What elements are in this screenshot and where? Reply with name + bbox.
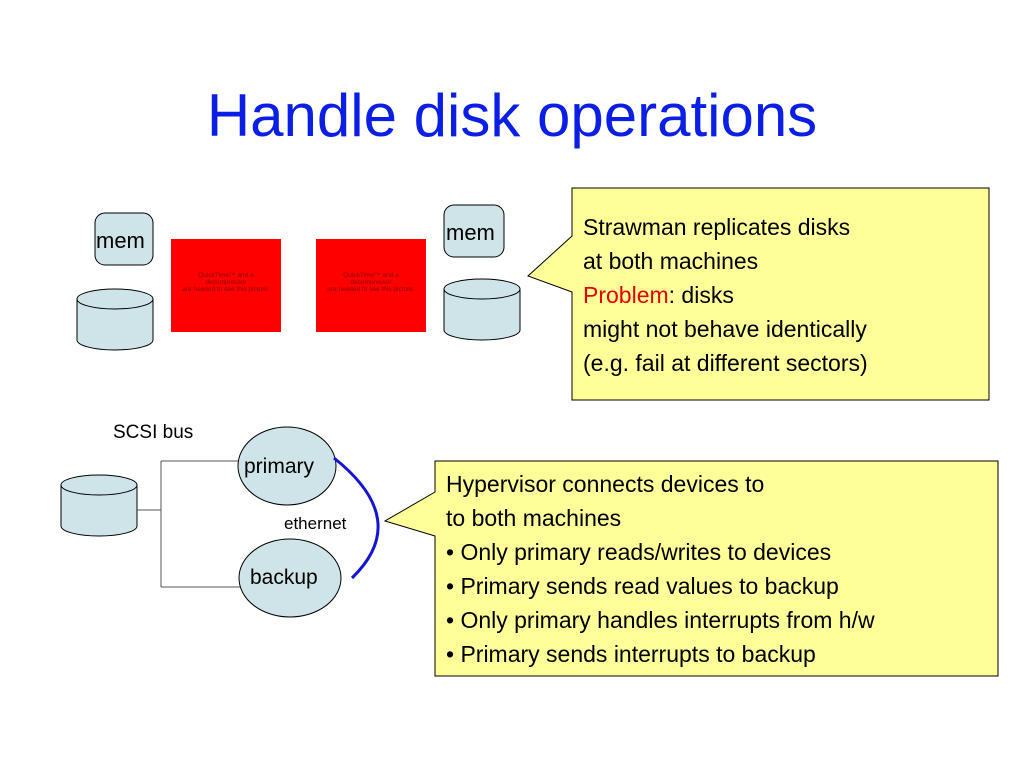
callout-top-line: at both machines	[583, 248, 759, 274]
mem-label-right: mem	[446, 220, 495, 245]
slide-title: Handle disk operations	[206, 82, 818, 149]
backup-label: backup	[250, 566, 318, 589]
scsi-bus-label: SCSI bus	[113, 422, 194, 443]
quicktime-caption-line: QuickTime™ and a	[198, 272, 254, 279]
disk-bottom-icon	[60, 474, 138, 537]
disk-left-icon	[76, 288, 154, 351]
scsi-bus-lines	[137, 460, 240, 588]
bullet-item: • Only primary reads/writes to devices	[446, 539, 832, 565]
callout-top-line: Strawman replicates disks	[583, 214, 851, 240]
callout-top-text: Strawman replicates disks at both machin…	[583, 210, 868, 380]
backup-node	[238, 538, 342, 618]
primary-node	[237, 426, 337, 506]
disk-right-icon	[443, 278, 521, 341]
quicktime-placeholder-right	[316, 239, 426, 332]
callout-box-bottom	[383, 460, 999, 677]
quicktime-caption-line: decompressor	[205, 279, 247, 286]
ethernet-label: ethernet	[284, 514, 347, 533]
problem-word: Problem	[583, 282, 669, 308]
quicktime-placeholder-left	[171, 239, 281, 332]
bullet-item: • Primary sends interrupts to backup	[446, 641, 816, 667]
mem-box-right	[443, 204, 505, 258]
callout-bottom-line: Hypervisor connects devices to	[446, 471, 765, 497]
quicktime-caption-line: decompressor	[350, 279, 392, 286]
quicktime-caption-line: QuickTime™ and a	[343, 272, 399, 279]
primary-label: primary	[244, 455, 315, 478]
bullet-item: • Primary sends read values to backup	[446, 573, 839, 599]
ethernet-link	[333, 456, 380, 580]
problem-rest: : disks	[668, 282, 734, 308]
callout-bottom-line: to both machines	[446, 505, 622, 531]
callout-top-line: Problem: disks	[583, 278, 868, 312]
callout-box-top	[527, 187, 990, 401]
callout-top-line: (e.g. fail at different sectors)	[583, 350, 868, 376]
mem-box-left	[94, 212, 154, 266]
quicktime-caption-line: are needed to see this picture.	[327, 286, 415, 293]
callout-bottom-text: Hypervisor connects devices to to both m…	[446, 467, 875, 671]
callout-top-line: might not behave identically	[583, 316, 867, 342]
bullet-item: • Only primary handles interrupts from h…	[446, 607, 875, 633]
quicktime-caption-left: QuickTime™ and a decompressor are needed…	[171, 272, 281, 293]
mem-label-left: mem	[96, 228, 145, 253]
quicktime-caption-line: are needed to see this picture.	[182, 286, 270, 293]
quicktime-caption-right: QuickTime™ and a decompressor are needed…	[316, 272, 426, 293]
